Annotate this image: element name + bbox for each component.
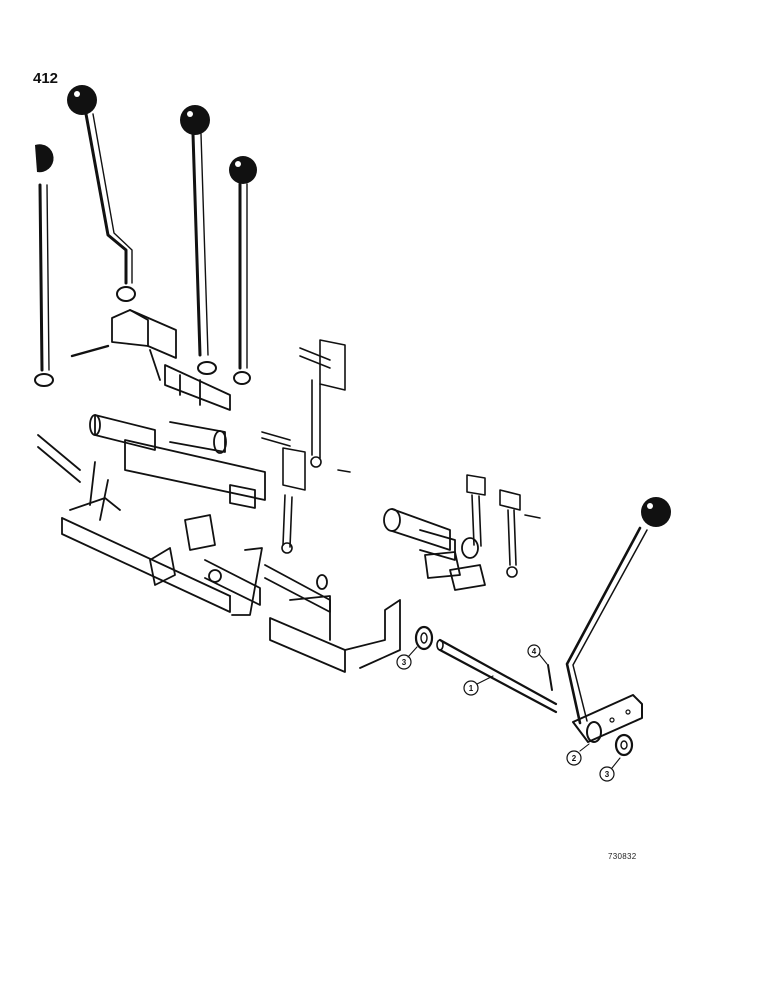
pivot-bracket-upper [70, 309, 231, 411]
control-lever-1 [67, 85, 136, 302]
callout-3-left: 3 [396, 654, 412, 670]
control-lever-4 [34, 144, 54, 387]
shift-fork-bracket [269, 574, 401, 673]
pin-part [547, 664, 553, 691]
callout-leaders [407, 646, 621, 769]
drawing-id: 730832 [608, 852, 637, 861]
control-lever-3 [229, 156, 257, 385]
shift-shaft-long [37, 434, 331, 616]
control-lever-2 [180, 105, 217, 375]
washer-right-part [614, 733, 634, 757]
linkage-tube-right [383, 508, 486, 591]
pivot-tube-assembly [89, 414, 266, 551]
callout-3-right: 3 [599, 766, 615, 782]
clevis-rod-upper [299, 339, 351, 473]
svg-text:4: 4 [532, 647, 537, 656]
clevis-rod-right-1 [466, 474, 486, 547]
page-number: 412 [33, 70, 59, 87]
shaft-part [436, 638, 558, 714]
clevis-rod-right-2 [499, 489, 541, 578]
clevis-rod-lower [261, 431, 306, 554]
svg-text:2: 2 [572, 754, 577, 763]
callout-2: 2 [566, 750, 582, 766]
svg-text:3: 3 [605, 770, 610, 779]
washer-left-part [414, 625, 434, 651]
callout-1: 1 [463, 680, 479, 696]
svg-text:1: 1 [469, 684, 474, 693]
callout-4: 4 [527, 644, 541, 658]
svg-text:3: 3 [402, 658, 407, 667]
lever-part [565, 497, 671, 743]
